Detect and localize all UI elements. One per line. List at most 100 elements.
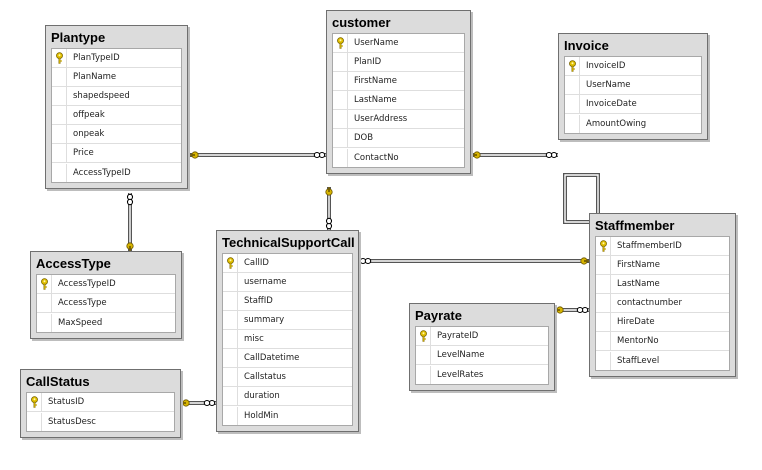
column-row[interactable]: PayrateID bbox=[416, 327, 548, 346]
row-selector bbox=[37, 275, 52, 293]
relationship-line bbox=[359, 257, 589, 265]
column-row[interactable]: InvoiceDate bbox=[565, 95, 701, 114]
column-row[interactable]: AccessType bbox=[37, 294, 175, 313]
column-row[interactable]: offpeak bbox=[52, 106, 181, 125]
column-row[interactable]: HireDate bbox=[596, 313, 729, 332]
primary-key-icon bbox=[419, 330, 428, 342]
column-row[interactable]: duration bbox=[223, 387, 352, 406]
key-end-icon bbox=[472, 151, 481, 159]
column-row[interactable]: FirstName bbox=[333, 72, 464, 91]
column-row[interactable]: shapedspeed bbox=[52, 87, 181, 106]
column-name: PlanID bbox=[354, 57, 382, 67]
row-selector bbox=[52, 144, 67, 162]
row-selector bbox=[37, 294, 52, 312]
column-row[interactable]: LevelName bbox=[416, 346, 548, 365]
column-row[interactable]: MentorNo bbox=[596, 332, 729, 351]
column-name: LevelRates bbox=[437, 369, 484, 380]
row-selector bbox=[223, 292, 238, 310]
row-selector bbox=[596, 294, 611, 312]
column-row[interactable]: CallID bbox=[223, 254, 352, 273]
column-row[interactable]: StaffID bbox=[223, 292, 352, 311]
column-name: PlanTypeID bbox=[73, 53, 120, 63]
column-row[interactable]: username bbox=[223, 273, 352, 292]
column-row[interactable]: UserName bbox=[565, 76, 701, 95]
column-row[interactable]: StatusDesc bbox=[27, 412, 174, 431]
column-row[interactable]: contactnumber bbox=[596, 294, 729, 313]
column-row[interactable]: LastName bbox=[333, 91, 464, 110]
row-selector bbox=[333, 72, 348, 90]
relationship-line bbox=[325, 187, 333, 230]
row-selector bbox=[223, 311, 238, 329]
column-row[interactable]: InvoiceID bbox=[565, 57, 701, 76]
column-row[interactable]: Price bbox=[52, 144, 181, 163]
column-row[interactable]: AmountOwing bbox=[565, 114, 701, 133]
column-row[interactable]: PlanTypeID bbox=[52, 49, 181, 68]
column-name: MaxSpeed bbox=[58, 317, 103, 328]
column-name: Price bbox=[73, 148, 94, 158]
column-row[interactable]: CallDatetime bbox=[223, 349, 352, 368]
column-name: MentorNo bbox=[617, 336, 659, 346]
key-end-icon bbox=[190, 151, 199, 159]
table-title: Plantype bbox=[51, 30, 106, 45]
primary-key-icon bbox=[30, 396, 39, 408]
column-name: AmountOwing bbox=[586, 118, 647, 129]
column-row[interactable]: PlanName bbox=[52, 68, 181, 87]
column-name: onpeak bbox=[73, 129, 105, 139]
column-row[interactable]: misc bbox=[223, 330, 352, 349]
table-title: AccessType bbox=[36, 256, 111, 271]
column-row[interactable]: StatusID bbox=[27, 393, 174, 412]
column-row[interactable]: Callstatus bbox=[223, 368, 352, 387]
row-selector bbox=[52, 87, 67, 105]
column-row[interactable]: StaffLevel bbox=[596, 351, 729, 370]
row-selector bbox=[223, 254, 238, 272]
column-name: LevelName bbox=[437, 350, 485, 360]
column-row[interactable]: LevelRates bbox=[416, 365, 548, 384]
row-selector bbox=[27, 412, 42, 431]
relationship-line bbox=[190, 151, 326, 159]
column-row[interactable]: summary bbox=[223, 311, 352, 330]
column-row[interactable]: UserAddress bbox=[333, 110, 464, 129]
column-row[interactable]: UserName bbox=[333, 34, 464, 53]
row-selector bbox=[52, 49, 67, 67]
key-end-icon bbox=[181, 399, 190, 407]
column-row[interactable]: StaffmemberID bbox=[596, 237, 729, 256]
column-row[interactable]: AccessTypeID bbox=[52, 163, 181, 182]
column-row[interactable]: PlanID bbox=[333, 53, 464, 72]
infinity-end-icon bbox=[545, 151, 558, 159]
column-row[interactable]: ContactNo bbox=[333, 148, 464, 167]
row-selector bbox=[223, 330, 238, 348]
relationship-line bbox=[555, 306, 589, 314]
row-selector bbox=[52, 125, 67, 143]
column-row[interactable]: MaxSpeed bbox=[37, 313, 175, 332]
row-selector bbox=[596, 275, 611, 293]
row-selector bbox=[333, 129, 348, 147]
table-title: customer bbox=[332, 15, 391, 30]
column-row[interactable]: LastName bbox=[596, 275, 729, 294]
column-row[interactable]: AccessTypeID bbox=[37, 275, 175, 294]
column-row[interactable]: HoldMin bbox=[223, 406, 352, 425]
column-row[interactable]: DOB bbox=[333, 129, 464, 148]
row-selector bbox=[52, 68, 67, 86]
column-row[interactable]: FirstName bbox=[596, 256, 729, 275]
column-name: AccessTypeID bbox=[58, 279, 116, 289]
table-title: Payrate bbox=[415, 308, 462, 323]
column-name: ContactNo bbox=[354, 152, 399, 163]
row-selector bbox=[565, 95, 580, 113]
primary-key-icon bbox=[55, 52, 64, 64]
column-row[interactable]: onpeak bbox=[52, 125, 181, 144]
row-selector bbox=[565, 57, 580, 75]
column-name: StaffmemberID bbox=[617, 241, 682, 251]
